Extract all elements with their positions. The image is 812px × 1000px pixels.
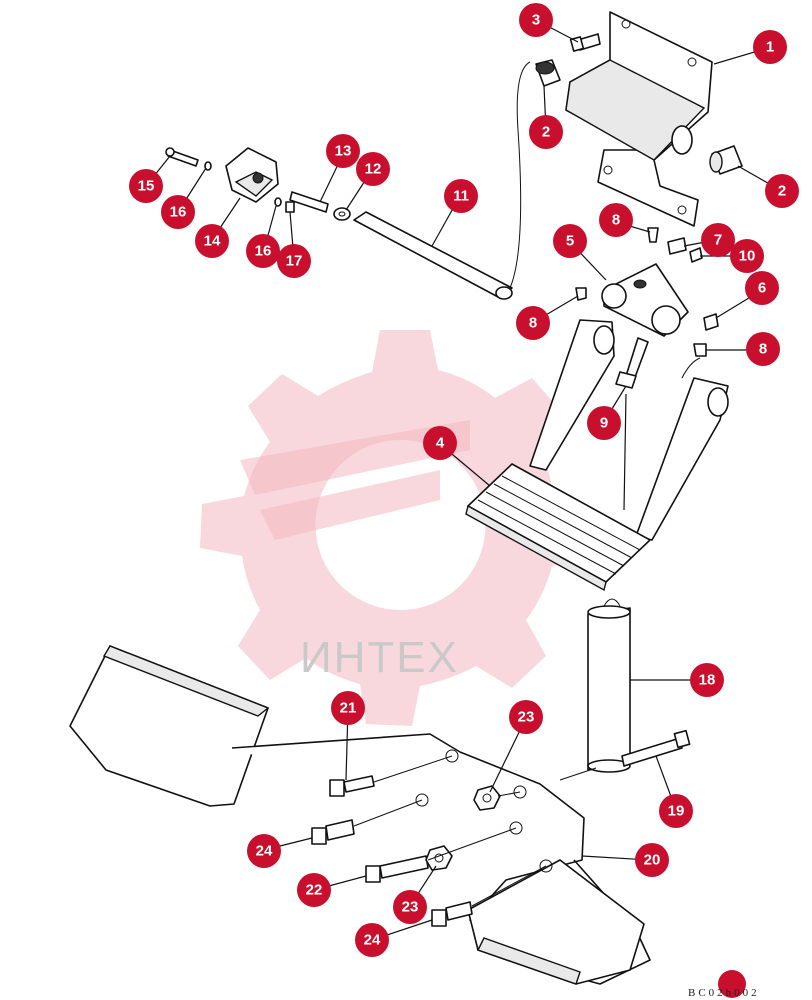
part-grease-8b bbox=[575, 287, 587, 301]
assembly-guide-lines bbox=[353, 357, 701, 907]
part-base-plate bbox=[69, 645, 651, 985]
svg-text:23: 23 bbox=[402, 899, 419, 916]
svg-text:2: 2 bbox=[542, 124, 550, 141]
callout-16-left: 16 bbox=[161, 195, 195, 229]
callout-20: 20 bbox=[635, 843, 669, 877]
svg-text:10: 10 bbox=[739, 248, 756, 265]
callout-8-left: 8 bbox=[516, 306, 550, 340]
callout-19: 19 bbox=[659, 794, 693, 828]
callout-5: 5 bbox=[553, 224, 587, 258]
svg-text:20: 20 bbox=[644, 852, 661, 869]
callout-23-upper: 23 bbox=[509, 700, 543, 734]
svg-text:7: 7 bbox=[714, 232, 722, 249]
drawing-code: BC02h002 bbox=[688, 970, 760, 999]
svg-text:24: 24 bbox=[256, 843, 273, 860]
svg-text:6: 6 bbox=[758, 280, 766, 297]
part-bushing-right bbox=[709, 145, 743, 175]
callout-3: 3 bbox=[519, 3, 553, 37]
svg-text:24: 24 bbox=[364, 932, 381, 949]
svg-text:19: 19 bbox=[668, 803, 685, 820]
part-bolt-15 bbox=[165, 147, 199, 167]
callout-24-upper: 24 bbox=[247, 834, 281, 868]
part-bolt-21 bbox=[329, 775, 375, 797]
callout-21: 21 bbox=[331, 691, 365, 725]
svg-text:16: 16 bbox=[255, 243, 272, 260]
svg-text:9: 9 bbox=[600, 415, 608, 432]
part-nut-12 bbox=[333, 207, 351, 221]
part-bracket bbox=[565, 11, 713, 227]
pedal-ribs bbox=[477, 475, 641, 575]
svg-text:13: 13 bbox=[335, 143, 352, 160]
part-hub bbox=[601, 263, 689, 337]
callout-9: 9 bbox=[587, 406, 621, 440]
callout-1: 1 bbox=[753, 30, 787, 64]
callout-8-right: 8 bbox=[746, 332, 780, 366]
callout-14: 14 bbox=[195, 224, 229, 258]
part-nut-23b bbox=[425, 845, 453, 871]
callout-12: 12 bbox=[356, 152, 390, 186]
svg-text:18: 18 bbox=[699, 672, 716, 689]
svg-text:23: 23 bbox=[518, 709, 535, 726]
svg-text:12: 12 bbox=[365, 161, 382, 178]
callout-11: 11 bbox=[444, 179, 478, 213]
part-washer-16a bbox=[204, 161, 212, 171]
svg-text:11: 11 bbox=[453, 188, 469, 205]
watermark-text: ИНТЕХ bbox=[300, 633, 459, 682]
callout-2-right: 2 bbox=[765, 174, 799, 208]
part-bolt-small bbox=[569, 33, 601, 52]
part-grease-8c bbox=[693, 343, 707, 357]
part-pedal bbox=[465, 319, 729, 592]
part-pin-13 bbox=[289, 191, 329, 213]
svg-text:8: 8 bbox=[529, 315, 537, 332]
svg-text:17: 17 bbox=[286, 253, 303, 270]
callout-22: 22 bbox=[297, 873, 331, 907]
part-bolt-6 bbox=[703, 313, 719, 331]
callout-13: 13 bbox=[326, 134, 360, 168]
part-nut-17 bbox=[285, 201, 295, 213]
svg-text:2: 2 bbox=[778, 183, 786, 200]
svg-text:21: 21 bbox=[340, 700, 357, 717]
callout-15: 15 bbox=[129, 169, 163, 203]
part-washer-16b bbox=[274, 197, 282, 207]
part-rod bbox=[615, 337, 649, 389]
watermark-gear-logo: ИНТЕХ bbox=[200, 330, 594, 726]
part-fitting-7 bbox=[667, 237, 687, 255]
callout-17: 17 bbox=[277, 244, 311, 278]
part-nut-23a bbox=[473, 785, 501, 811]
callout-18: 18 bbox=[690, 663, 724, 697]
callout-23-lower: 23 bbox=[393, 890, 427, 924]
svg-text:5: 5 bbox=[566, 233, 574, 250]
svg-text:14: 14 bbox=[204, 233, 221, 250]
svg-text:BC02h002: BC02h002 bbox=[688, 987, 760, 999]
callout-10: 10 bbox=[730, 239, 764, 273]
part-bolt-19 bbox=[621, 729, 691, 767]
part-fitting-10 bbox=[689, 247, 703, 263]
svg-text:15: 15 bbox=[138, 178, 155, 195]
callout-16-right: 16 bbox=[246, 234, 280, 268]
part-cylinder bbox=[587, 598, 631, 773]
callout-6: 6 bbox=[745, 271, 779, 305]
callout-7: 7 bbox=[701, 223, 735, 257]
svg-text:1: 1 bbox=[766, 39, 774, 56]
part-sensor bbox=[225, 147, 279, 203]
svg-text:8: 8 bbox=[612, 212, 620, 229]
svg-text:3: 3 bbox=[532, 12, 540, 29]
part-bolt-24b bbox=[431, 901, 473, 927]
part-bolt-24a bbox=[311, 819, 355, 845]
svg-text:16: 16 bbox=[170, 204, 187, 221]
callout-24-lower: 24 bbox=[355, 923, 389, 957]
part-bushing-upper bbox=[535, 59, 561, 87]
part-bolt-22 bbox=[365, 855, 429, 883]
part-grease-8a bbox=[647, 227, 659, 243]
part-shaft bbox=[353, 61, 531, 300]
callout-8-top: 8 bbox=[599, 203, 633, 237]
callout-4: 4 bbox=[423, 426, 457, 460]
svg-text:8: 8 bbox=[759, 341, 767, 358]
svg-text:4: 4 bbox=[436, 435, 445, 452]
callout-2-upper: 2 bbox=[529, 115, 563, 149]
svg-text:22: 22 bbox=[306, 882, 323, 899]
